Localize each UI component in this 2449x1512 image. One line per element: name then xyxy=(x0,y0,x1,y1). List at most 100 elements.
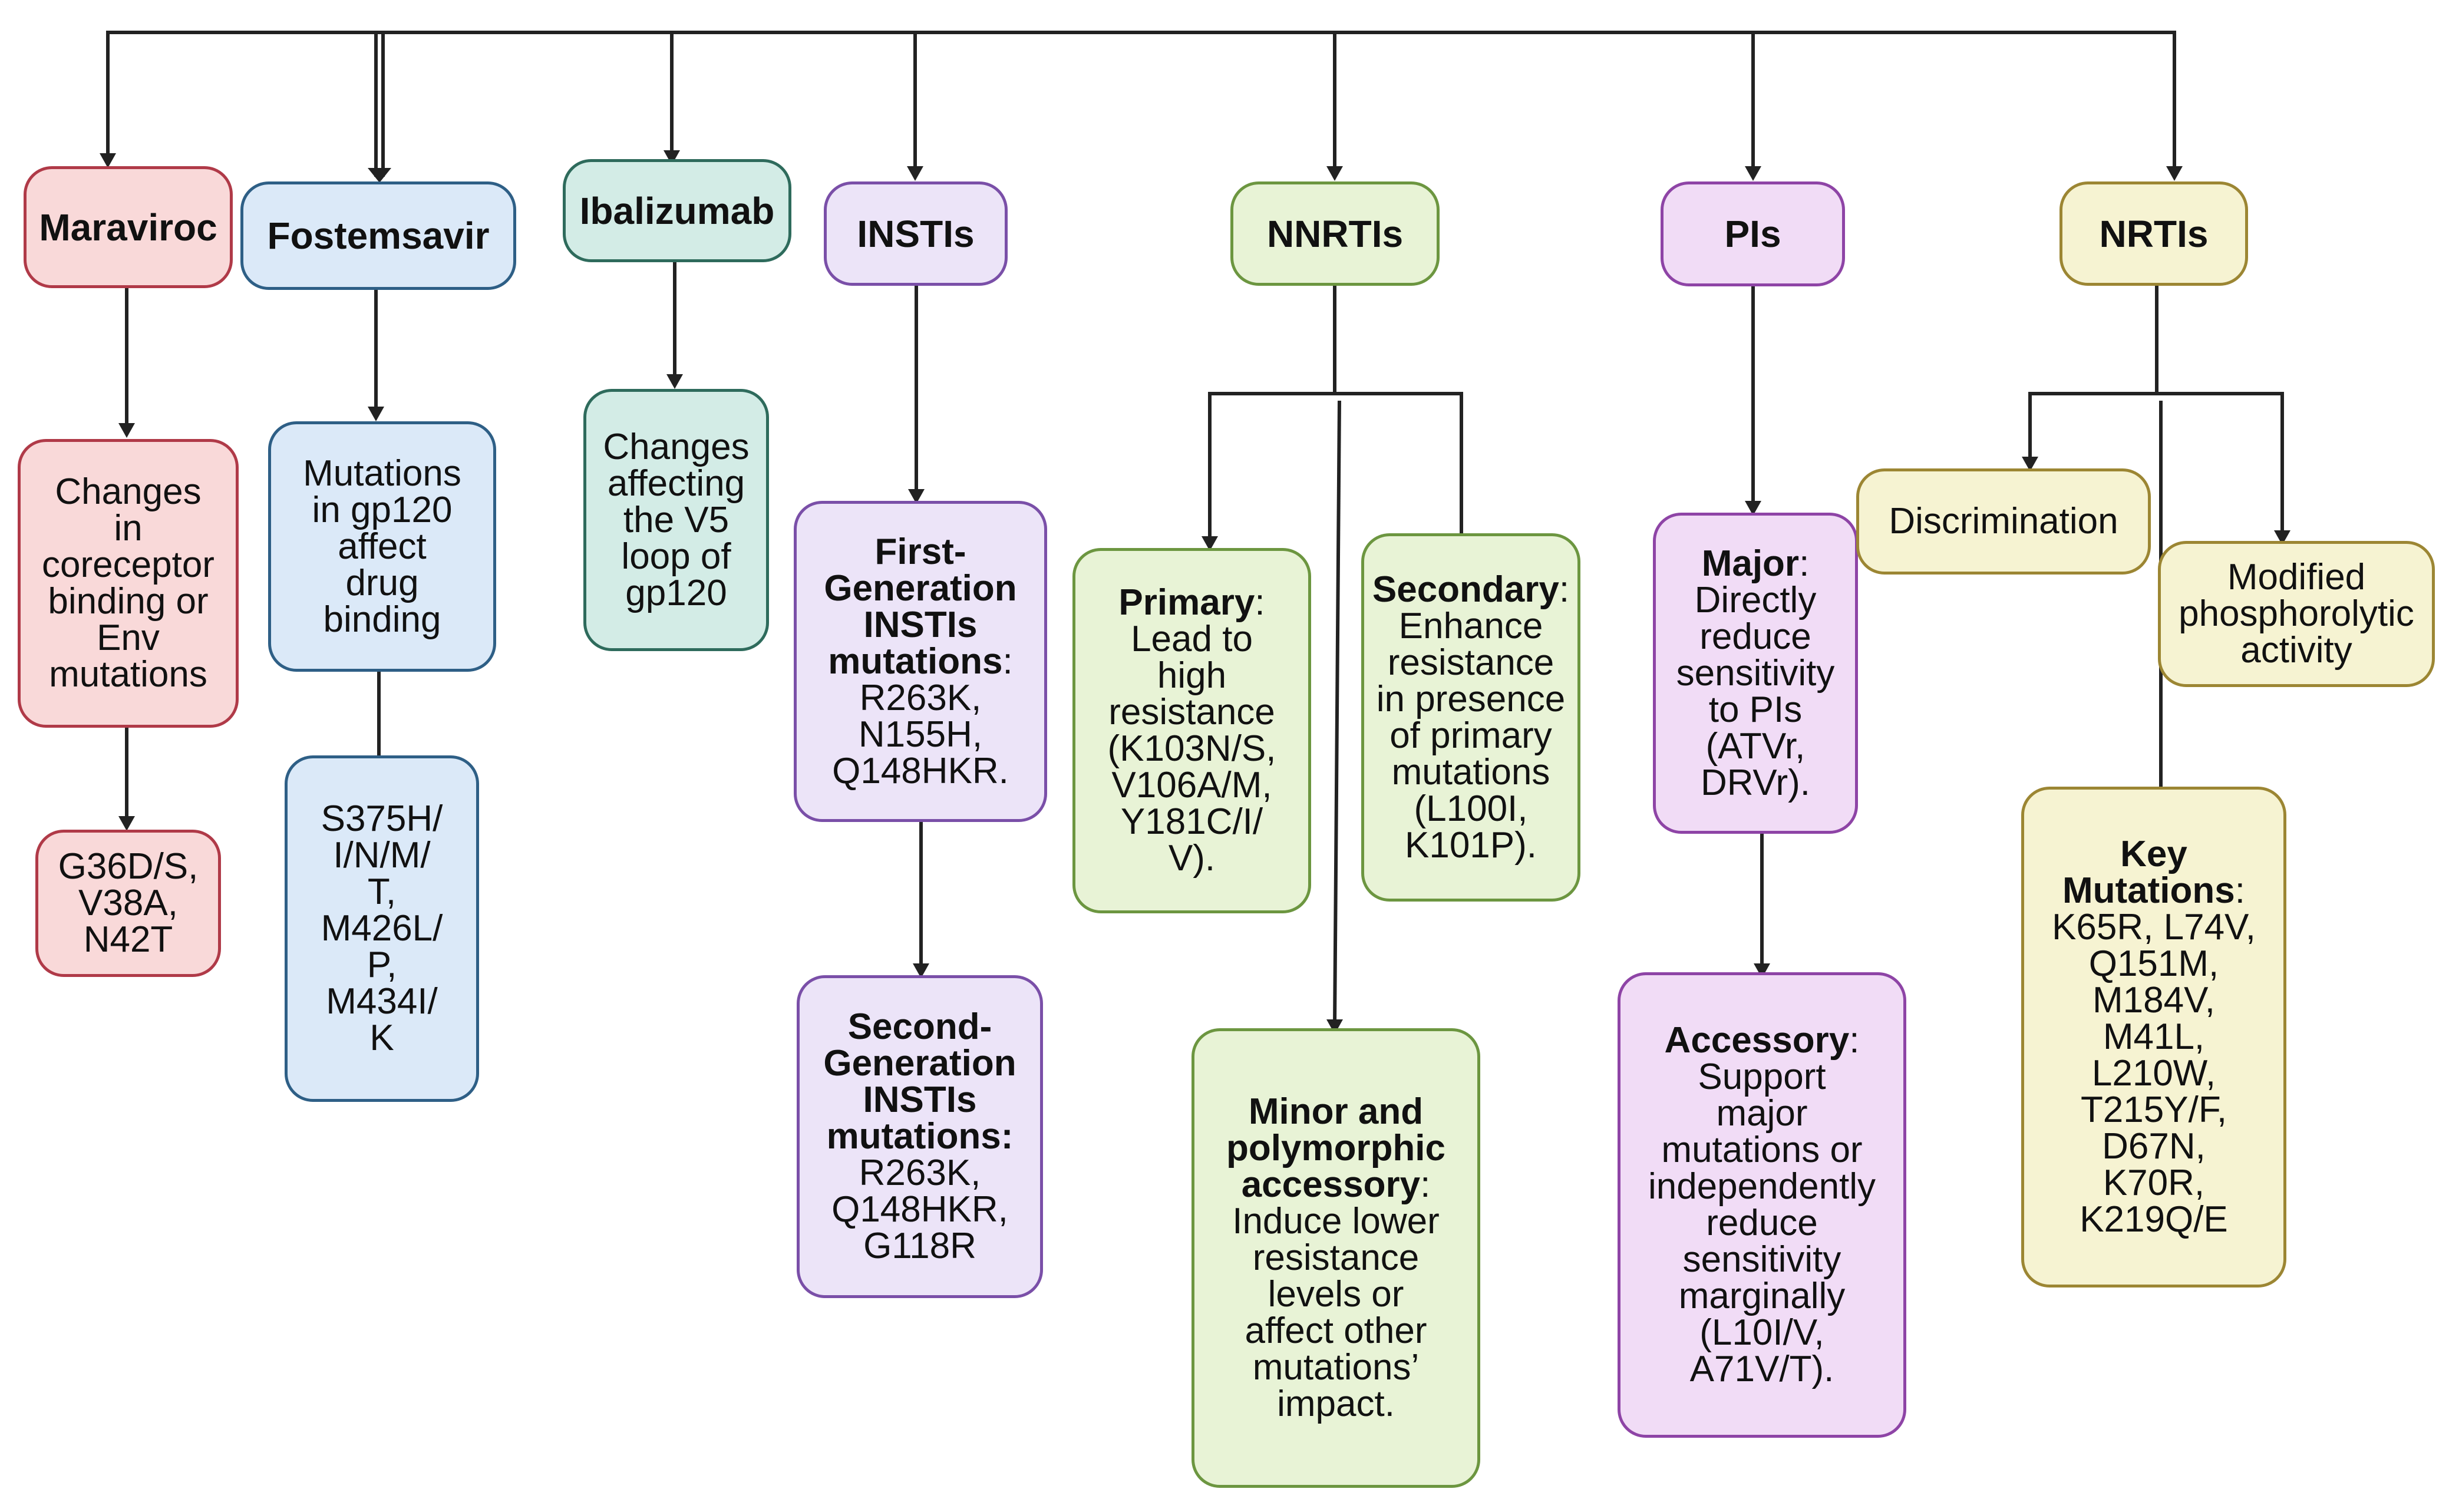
nrtis-phosphorolytic-box: Modified phosphorolytic activity xyxy=(2158,541,2435,687)
primary-desc-line: high xyxy=(1157,655,1227,696)
second-gen-mutation: G118R xyxy=(863,1226,976,1266)
fostemsavir-effect-box: Mutations in gp120 affect drug binding xyxy=(268,421,496,672)
major-desc-line: Directly xyxy=(1694,579,1817,620)
pis-accessory-box: Accessory: Support major mutations or in… xyxy=(1618,972,1906,1438)
bus-to-fostemsavir xyxy=(108,31,378,177)
ibalizumab-box: Ibalizumab xyxy=(563,159,791,262)
arrow-nnrtis-minor xyxy=(1326,1019,1343,1034)
primary-colon: : xyxy=(1255,582,1265,623)
key-heading-row: Mutations: xyxy=(2062,873,2245,909)
major-desc-line: reduce xyxy=(1699,616,1811,657)
secondary-desc-line: K101P). xyxy=(1404,824,1537,866)
minor-heading-row: accessory: xyxy=(1242,1167,1431,1203)
arrow-nnrtis xyxy=(1326,166,1343,181)
secondary-desc-line: of primary xyxy=(1389,715,1552,756)
second-gen-mutation: Q148HKR, xyxy=(831,1189,1008,1230)
arrow-maraviroc-mutations xyxy=(118,816,135,831)
major-colon: : xyxy=(1799,543,1810,584)
accessory-heading-row: Accessory: xyxy=(1665,1022,1860,1059)
instis-first-gen-box: First- Generation INSTIs mutations: R263… xyxy=(794,501,1047,822)
maraviroc-effect-line: Env xyxy=(97,618,160,658)
secondary-desc-line: mutations xyxy=(1391,751,1550,793)
first-gen-heading-row: mutations: xyxy=(828,643,1012,680)
minor-desc-line: mutations’ xyxy=(1252,1347,1420,1388)
top-bus xyxy=(106,31,2176,177)
accessory-desc-line: independently xyxy=(1648,1166,1876,1207)
fostemsavir-effect-line: in gp120 xyxy=(312,489,453,530)
arrow-fostemsavir-effect xyxy=(368,407,384,421)
secondary-heading-row: Secondary: xyxy=(1372,569,1569,610)
fostemsavir-effect-line: affect xyxy=(338,526,427,567)
nnrtis-branch xyxy=(1208,392,1463,542)
key-mutation: K219Q/E xyxy=(2080,1199,2228,1240)
second-gen-heading: Second- xyxy=(847,1006,992,1047)
fostemsavir-mutation: T, xyxy=(367,871,397,912)
primary-desc-line: resistance xyxy=(1108,692,1275,732)
arrow-pis xyxy=(1745,166,1761,181)
key-mutation: K70R, xyxy=(2103,1163,2205,1203)
phosphorolytic-line: Modified xyxy=(2227,557,2366,597)
nnrtis-primary-box: Primary: Lead to high resistance (K103N/… xyxy=(1072,548,1311,913)
connector-lines xyxy=(106,31,2284,1026)
primary-heading: Primary xyxy=(1118,582,1255,623)
primary-desc-line: V106A/M, xyxy=(1111,765,1272,805)
key-mutation: T215Y/F, xyxy=(2080,1090,2227,1130)
accessory-desc-line: (L10I/V, xyxy=(1699,1312,1824,1353)
arrow-nrtis-phosphorolytic xyxy=(2274,530,2290,545)
arrow-instis-first xyxy=(908,489,925,504)
ibalizumab-effect-line: the V5 xyxy=(623,499,730,540)
instis-second-gen-box: Second- Generation INSTIs mutations: R26… xyxy=(797,975,1043,1298)
secondary-heading: Secondary xyxy=(1372,569,1559,610)
primary-desc-line: V). xyxy=(1168,838,1216,879)
secondary-desc-line: in presence xyxy=(1376,678,1566,719)
first-gen-mutation: N155H, xyxy=(858,714,983,755)
pis-title: PIs xyxy=(1724,213,1781,255)
ibalizumab-effect-line: affecting xyxy=(607,463,745,504)
minor-desc-line: Induce lower xyxy=(1232,1201,1440,1242)
accessory-desc-line: major xyxy=(1716,1093,1808,1134)
secondary-desc-line: resistance xyxy=(1387,642,1554,683)
second-gen-heading: Generation xyxy=(823,1043,1016,1084)
accessory-desc-line: reduce xyxy=(1706,1203,1818,1243)
first-gen-heading: INSTIs xyxy=(863,604,978,645)
phosphorolytic-line: activity xyxy=(2240,630,2352,671)
arrow-maraviroc xyxy=(100,153,116,168)
nrtis-branch xyxy=(2028,392,2284,536)
nnrtis-minor-box: Minor and polymorphic accessory: Induce … xyxy=(1192,1028,1480,1488)
secondary-desc-line: (L100I, xyxy=(1414,788,1528,829)
nrtis-box: NRTIs xyxy=(2059,181,2248,286)
accessory-desc-line: A71V/T). xyxy=(1689,1349,1834,1389)
arrow-ibalizumab xyxy=(664,150,680,165)
fostemsavir-mutation: K xyxy=(369,1018,394,1058)
maraviroc-effect-line: Changes xyxy=(55,471,202,512)
fostemsavir-mutation: P, xyxy=(367,945,397,985)
maraviroc-mutations-box: G36D/S, V38A, N42T xyxy=(35,830,221,977)
ibalizumab-effect-line: Changes xyxy=(603,426,750,467)
first-gen-heading: mutations xyxy=(828,641,1003,682)
arrow-nnrtis-primary xyxy=(1202,536,1218,551)
ibalizumab-title: Ibalizumab xyxy=(579,189,775,232)
key-heading: Mutations xyxy=(2062,870,2235,911)
major-heading: Major xyxy=(1701,543,1800,584)
pis-box: PIs xyxy=(1661,181,1845,286)
nnrtis-box: NNRTIs xyxy=(1230,181,1440,286)
pis-major-box: Major: Directly reduce sensitivity to PI… xyxy=(1653,513,1858,834)
secondary-desc-line: Enhance xyxy=(1398,605,1543,646)
arrow-ibalizumab-effect xyxy=(666,374,683,389)
nnrtis-secondary-box: Secondary: Enhance resistance in presenc… xyxy=(1361,533,1580,902)
fostemsavir-mutation: I/N/M/ xyxy=(333,835,431,876)
first-gen-colon: : xyxy=(1002,641,1013,682)
primary-desc-line: (K103N/S, xyxy=(1107,728,1276,769)
fostemsavir-box: Fostemsavir xyxy=(240,181,516,290)
second-gen-heading: INSTIs xyxy=(863,1079,977,1120)
minor-desc-line: resistance xyxy=(1252,1237,1420,1278)
arrow-nrtis-discrimination xyxy=(2022,457,2038,471)
ibalizumab-effect-line: gp120 xyxy=(625,572,727,613)
major-heading-row: Major: xyxy=(1701,543,1810,584)
maraviroc-effect-line: in xyxy=(114,508,143,549)
accessory-heading: Accessory xyxy=(1664,1020,1850,1061)
arrow-maraviroc-effect xyxy=(118,423,135,438)
first-gen-heading: First- xyxy=(874,531,966,572)
arrow-instis xyxy=(907,166,923,181)
